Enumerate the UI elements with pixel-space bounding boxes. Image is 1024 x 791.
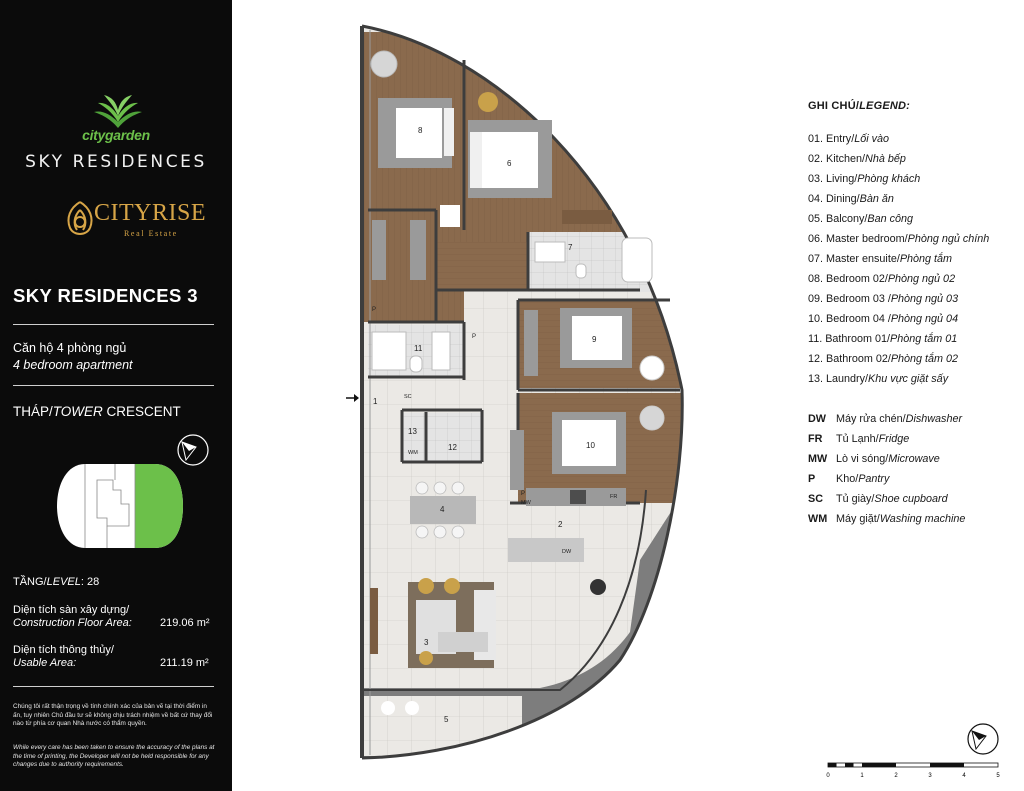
fridge-label: FR (610, 494, 617, 500)
scale-tick: 2 (894, 773, 898, 779)
cityrise-subtitle: Real Estate (124, 229, 178, 238)
legend-item: 08. Bedroom 02/Phòng ngủ 02 (808, 273, 956, 285)
info-panel: citygarden SKY RESIDENCES CITYRISE Real … (0, 0, 232, 791)
apartment-type-vi: Căn hộ 4 phòng ngủ (13, 341, 127, 355)
construction-area-value: 219.06 m² (160, 617, 210, 629)
tower-keyplan (57, 464, 183, 548)
legend-item: 09. Bedroom 03 /Phòng ngủ 03 (808, 293, 959, 305)
usable-area-label-vi: Diện tích thông thủy/ (13, 644, 114, 656)
room-label-3: 3 (424, 638, 429, 647)
washing-machine-label: WM (408, 450, 418, 456)
room-label-13: 13 (408, 427, 417, 436)
level-label: TẦNG/LEVEL: 28 (13, 576, 99, 588)
construction-area-label-vi: Diện tích sàn xây dựng/ (13, 604, 130, 616)
room-label-12: 12 (448, 443, 457, 452)
north-arrow-icon (967, 723, 999, 755)
legend-item: 05. Balcony/Ban công (808, 213, 914, 225)
sky-residences-logo-text: SKY RESIDENCES (25, 152, 207, 172)
room-label-4: 4 (440, 505, 445, 514)
pantry-label: P (521, 491, 525, 497)
scale-tick: 0 (826, 773, 830, 779)
legend-title-en: LEGEND: (859, 100, 911, 112)
apartment-type-en: 4 bedroom apartment (13, 358, 133, 372)
legend-item: 12. Bathroom 02/Phòng tắm 02 (808, 353, 959, 365)
room-label-8: 8 (418, 126, 423, 135)
level-prefix: TẦNG/ (13, 576, 47, 588)
legend-item: 13. Laundry/Khu vực giặt sấy (808, 373, 949, 385)
scale-tick: 1 (860, 773, 864, 779)
pantry-label: P (372, 307, 376, 313)
room-label-10: 10 (586, 441, 595, 450)
room-label-9: 9 (592, 335, 597, 344)
dishwasher-label: DW (562, 549, 572, 555)
room-label-6: 6 (507, 159, 512, 168)
legend-item: 03. Living/Phòng khách (808, 173, 921, 185)
divider (13, 324, 214, 325)
usable-area-value: 211.19 m² (160, 657, 209, 669)
level-value: : 28 (80, 576, 100, 588)
scale-tick: 4 (962, 773, 966, 779)
project-title: SKY RESIDENCES 3 (13, 285, 198, 306)
room-label-7: 7 (568, 243, 573, 252)
room-label-2: 2 (558, 520, 563, 529)
scale-tick: 3 (928, 773, 932, 779)
shoe-cupboard-label: SC (404, 394, 412, 400)
citygarden-leaf-icon (94, 95, 142, 128)
legend-item: 11. Bathroom 01/Phòng tắm 01 (808, 333, 958, 345)
usable-area-label-en: Usable Area: (13, 657, 77, 669)
floor-plan: 8 6 7 9 10 11 12 13 1 2 3 4 5 P P P SC W… (346, 24, 684, 760)
legend-item: 06. Master bedroom/Phòng ngủ chính (808, 233, 990, 245)
microwave-label: MW (521, 500, 532, 506)
cityrise-lotus-icon (67, 201, 93, 235)
legend-title-vi: GHI CHÚ/ (808, 100, 860, 112)
legend-item: 04. Dining/Bàn ăn (808, 193, 894, 205)
level-word: LEVEL (46, 576, 81, 588)
cityrise-logo-text: CITYRISE (94, 200, 206, 226)
divider (13, 385, 214, 386)
legend-item: 02. Kitchen/Nhà bếp (808, 153, 906, 165)
legend-item: 01. Entry/Lối vào (808, 133, 890, 145)
legend-item: 10. Bedroom 04 /Phòng ngủ 04 (808, 313, 959, 325)
pantry-label: P (472, 334, 476, 340)
legend-title: GHI CHÚ/LEGEND: (808, 100, 1024, 112)
tower-prefix: THÁP/ (13, 404, 53, 419)
compass-icon (177, 434, 209, 466)
construction-area-label-en: Construction Floor Area: (13, 617, 132, 629)
scale-tick: 5 (996, 773, 1000, 779)
room-label-1: 1 (373, 397, 378, 406)
citygarden-logo-text: citygarden (82, 127, 150, 143)
legend-item: 07. Master ensuite/Phòng tắm (808, 253, 953, 265)
divider (13, 686, 214, 687)
tower-word: TOWER (52, 404, 103, 419)
scale-bar: 0 1 2 3 4 5 (826, 762, 1000, 779)
room-label-11: 11 (414, 344, 423, 353)
room-label-5: 5 (444, 715, 449, 724)
tower-label: THÁP/TOWER CRESCENT (13, 404, 181, 419)
disclaimer-vi: Chúng tôi rất thận trọng về tính chính x… (13, 703, 213, 728)
legend: GHI CHÚ/LEGEND: 01. Entry/Lối vào 02. Ki… (808, 100, 1024, 529)
disclaimer-en: While every care has been taken to ensur… (13, 744, 215, 769)
legend-room-list: 01. Entry/Lối vào 02. Kitchen/Nhà bếp 03… (808, 129, 1024, 389)
tower-name: CRESCENT (102, 404, 181, 419)
